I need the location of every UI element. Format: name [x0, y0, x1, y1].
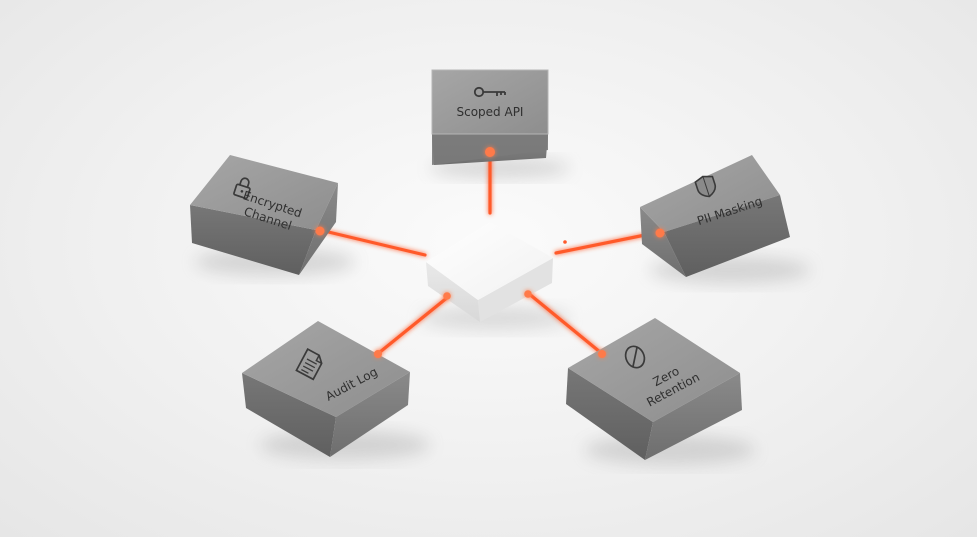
- link-audit-log: [378, 295, 450, 354]
- no-storage-icon: [624, 345, 646, 369]
- node-audit-log: Audit Log: [242, 321, 410, 457]
- signal-dot: [563, 240, 567, 244]
- scoped-api-label: Scoped API: [457, 105, 524, 119]
- node-pii-masking: PII Masking: [640, 155, 790, 277]
- hub-block: [426, 222, 553, 322]
- node-zero-retention: Zero Retention: [566, 318, 742, 460]
- document-icon: [295, 348, 323, 381]
- link-zero-retention: [526, 291, 602, 354]
- link-encrypted-channel: [318, 228, 427, 257]
- key-icon: [473, 86, 506, 98]
- node-scoped-api: Scoped API: [431, 69, 549, 165]
- padlock-icon: [233, 177, 251, 200]
- shield-icon: [694, 175, 717, 198]
- node-encrypted-channel: Encrypted Channel: [190, 155, 338, 275]
